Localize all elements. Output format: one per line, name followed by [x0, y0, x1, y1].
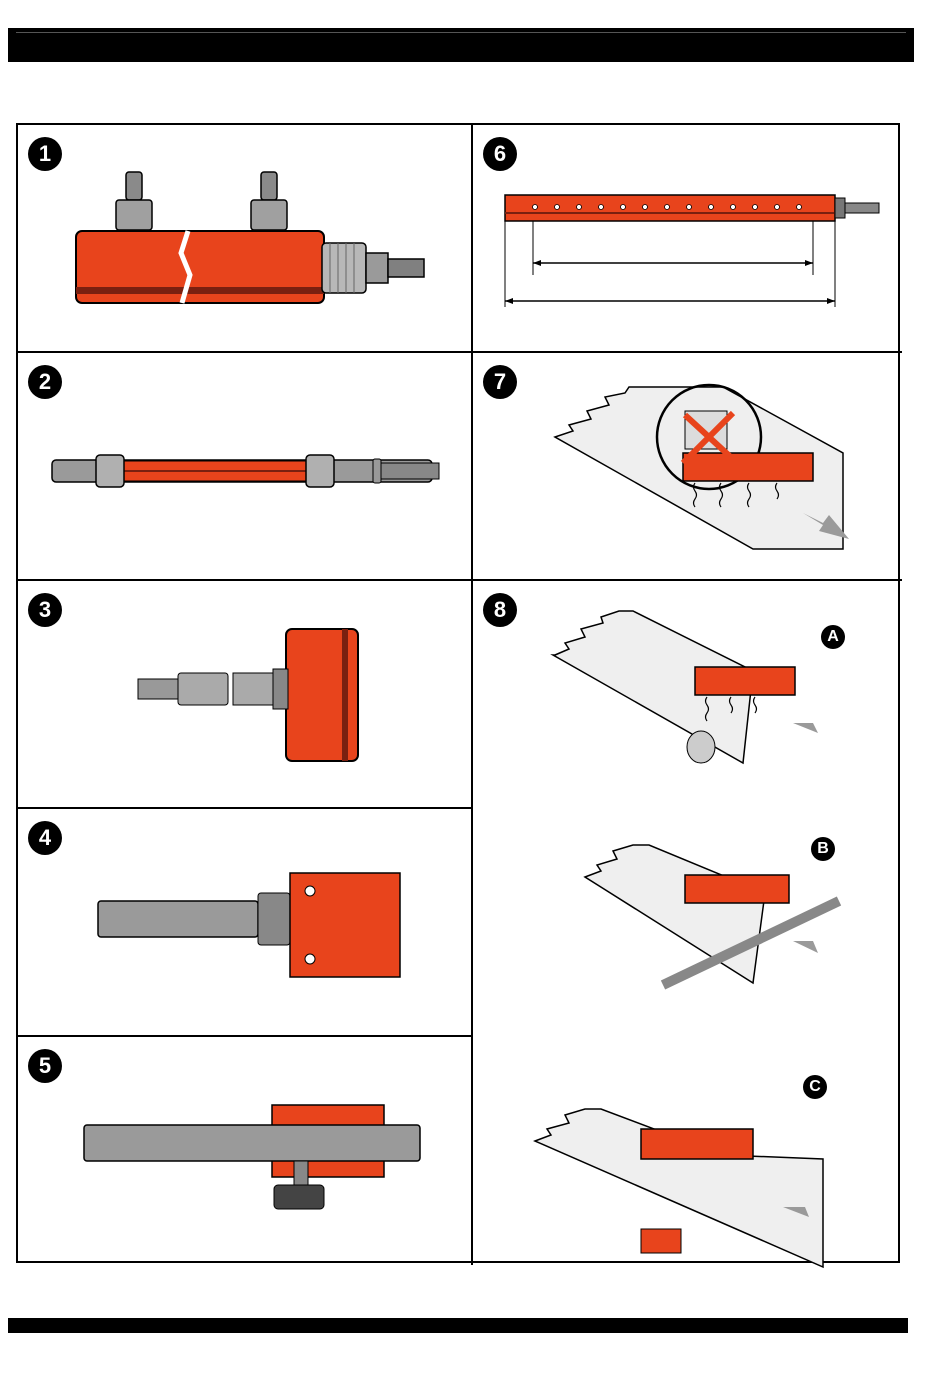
bar-length-dimension-drawing [473, 125, 902, 353]
panel-1: 1 [18, 125, 473, 353]
clamp-mount-drawing [18, 1037, 473, 1265]
panel-5: 5 [18, 1037, 473, 1265]
panel-3: 3 [18, 581, 473, 809]
incorrect-mounting-drawing [473, 353, 902, 581]
mounting-options-drawing [473, 581, 902, 1265]
illustration-grid: 1 6 [16, 123, 900, 1263]
panel-4: 4 [18, 809, 473, 1037]
bar-end-view-drawing [18, 581, 473, 809]
footer-bar [8, 1318, 908, 1333]
header-bar [8, 28, 914, 62]
bar-with-end-caps-drawing [18, 353, 473, 581]
panel-2: 2 [18, 353, 473, 581]
panel-7: 7 [473, 353, 902, 581]
panel-6: 6 [473, 125, 902, 353]
ionizing-bar-connector-drawing [18, 125, 473, 353]
panel-8: 8 A B C [473, 581, 902, 1265]
bracket-mount-drawing [18, 809, 473, 1037]
